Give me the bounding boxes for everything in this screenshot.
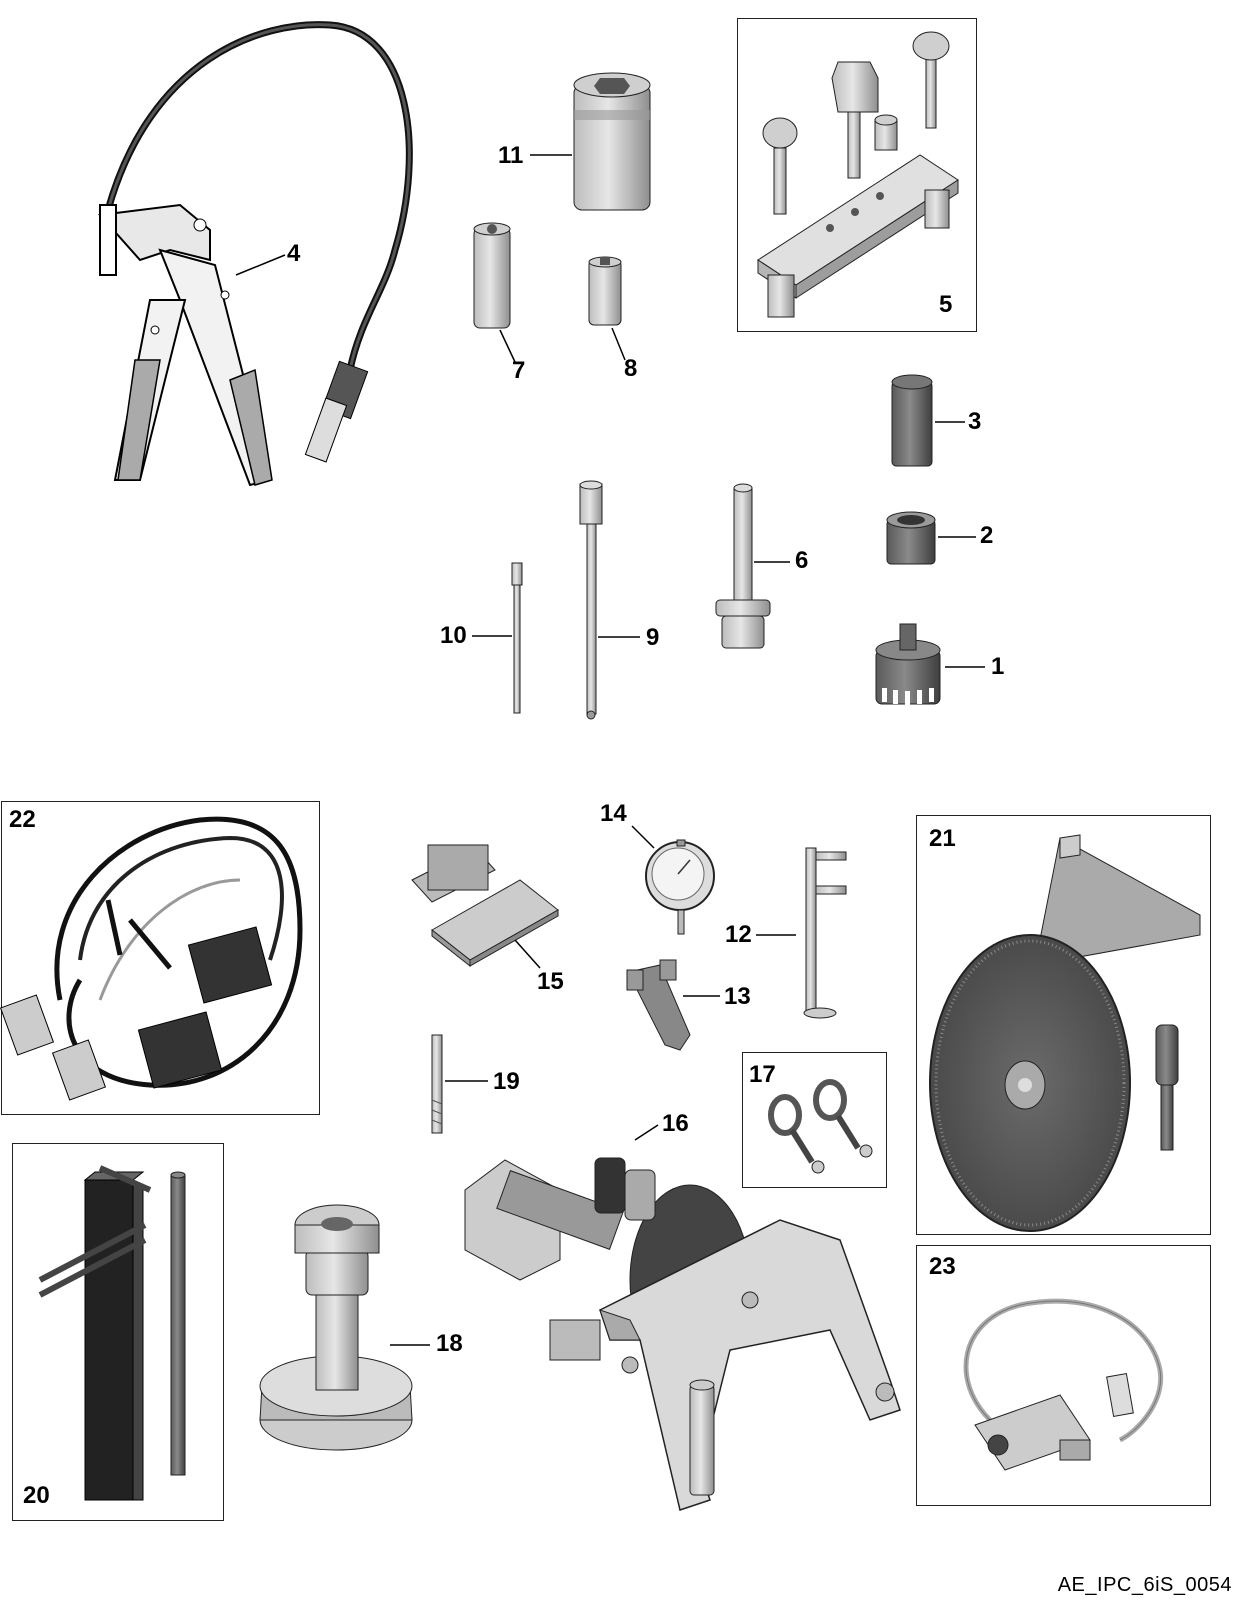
callout-2: 2 bbox=[980, 522, 994, 549]
hose-clamp-pliers-part-4 bbox=[97, 21, 413, 487]
castellated-socket-part-1 bbox=[875, 623, 985, 705]
frame-item-21 bbox=[916, 815, 1211, 1235]
document-id: AE_IPC_6iS_0054 bbox=[1057, 1574, 1232, 1596]
frame-item-22 bbox=[1, 801, 320, 1115]
callout-10: 10 bbox=[440, 622, 467, 649]
cup-part-2 bbox=[886, 511, 976, 565]
callout-11: 11 bbox=[498, 142, 524, 169]
eye-bolts-part-17 bbox=[768, 1079, 873, 1174]
callout-1: 1 bbox=[991, 653, 1005, 680]
callout-20: 20 bbox=[23, 1482, 50, 1509]
tap-part-19 bbox=[431, 1034, 488, 1134]
bracket-rod-part-12 bbox=[756, 847, 847, 1019]
sensor-cable-part-23 bbox=[963, 1298, 1164, 1471]
callout-3: 3 bbox=[968, 408, 982, 435]
stand-part-18 bbox=[259, 1204, 430, 1451]
callout-22: 22 bbox=[9, 806, 36, 833]
bracket-part-13 bbox=[626, 959, 720, 1051]
callout-7: 7 bbox=[512, 357, 526, 384]
callout-14: 14 bbox=[600, 800, 627, 827]
callout-8: 8 bbox=[624, 355, 638, 382]
socket-part-8 bbox=[588, 256, 626, 361]
callout-23: 23 bbox=[929, 1253, 956, 1280]
frame-item-23 bbox=[916, 1245, 1211, 1506]
frame-item-5 bbox=[737, 18, 977, 332]
callout-9: 9 bbox=[646, 624, 660, 651]
callout-21: 21 bbox=[929, 825, 956, 852]
callout-18: 18 bbox=[436, 1330, 463, 1357]
callout-15: 15 bbox=[537, 968, 564, 995]
callout-17: 17 bbox=[749, 1061, 776, 1088]
callout-4: 4 bbox=[287, 240, 301, 267]
callout-19: 19 bbox=[493, 1068, 520, 1095]
frame-item-17 bbox=[742, 1052, 887, 1188]
fixture-assembly-part-16 bbox=[464, 1124, 901, 1511]
callout-16: 16 bbox=[662, 1110, 689, 1137]
callout-6: 6 bbox=[795, 547, 809, 574]
rod-part-10 bbox=[472, 562, 523, 714]
fixture-bar-part-5 bbox=[757, 31, 959, 318]
tube-stand-part-20 bbox=[38, 1165, 186, 1501]
pin-part-6 bbox=[715, 483, 790, 649]
callout-13: 13 bbox=[724, 983, 751, 1010]
socket-part-11 bbox=[530, 72, 651, 211]
socket-part-7 bbox=[473, 222, 516, 363]
cylinder-part-3 bbox=[891, 374, 965, 467]
callout-12: 12 bbox=[725, 921, 752, 948]
extension-part-9 bbox=[579, 480, 640, 720]
frame-item-20 bbox=[12, 1143, 224, 1521]
wiring-harness-part-22 bbox=[0, 816, 303, 1101]
fixture-block-part-15 bbox=[411, 844, 559, 969]
dial-gauge-part-14 bbox=[631, 825, 715, 935]
callout-5: 5 bbox=[939, 291, 953, 318]
degree-wheel-part-21 bbox=[929, 834, 1201, 1232]
